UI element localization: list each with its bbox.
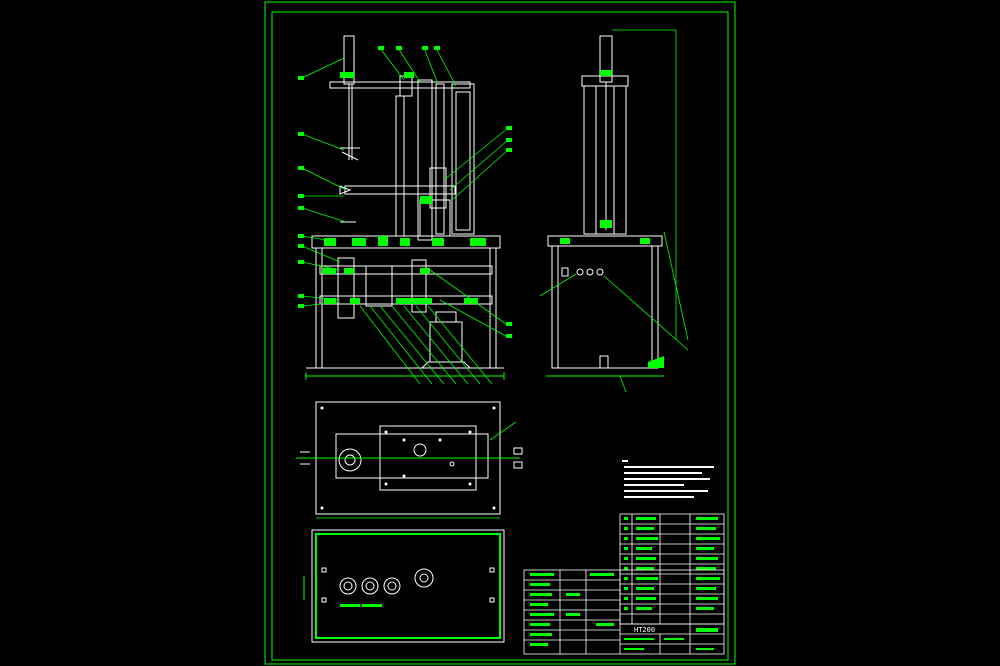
front-view-hatch xyxy=(322,72,486,304)
front-view xyxy=(305,35,505,380)
base-plate-view xyxy=(303,529,505,643)
drawing-frame xyxy=(264,1,736,665)
side-view-hatch xyxy=(560,70,664,368)
side-view-leaders xyxy=(539,29,689,393)
side-view xyxy=(546,35,664,377)
material-code: HT200 xyxy=(634,626,655,634)
title-block-entries xyxy=(530,573,718,650)
front-view-callouts xyxy=(298,46,512,338)
title-block xyxy=(523,569,725,655)
front-view-leaders xyxy=(301,47,509,385)
technical-notes xyxy=(622,460,714,498)
top-view-leaders xyxy=(316,421,517,519)
base-plate-hatch xyxy=(340,604,382,607)
top-view-points xyxy=(320,406,496,510)
top-view xyxy=(296,401,523,515)
parts-list xyxy=(619,513,725,625)
parts-list-entries xyxy=(624,517,720,610)
